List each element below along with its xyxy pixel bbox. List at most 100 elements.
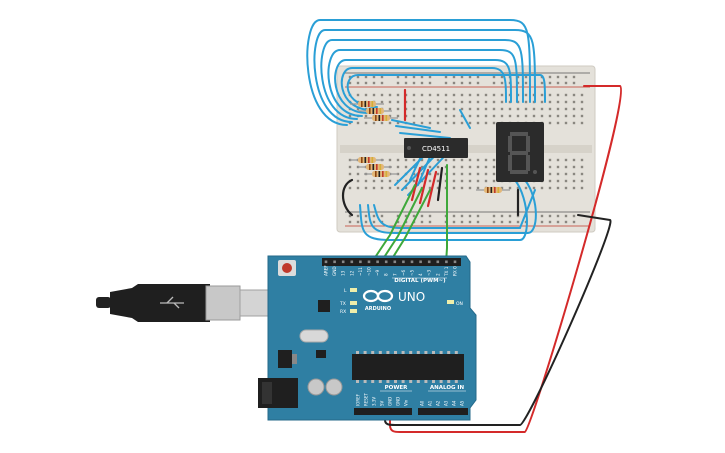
breadboard-hole [372, 179, 376, 183]
cd4511-ic: CD4511 [404, 138, 468, 158]
rail-hole [492, 81, 496, 85]
power-pin-label: Vin [404, 399, 409, 406]
breadboard-hole [412, 114, 416, 118]
power-header-label: POWER [385, 385, 409, 391]
arduino-brand-label: ARDUINO [365, 306, 391, 312]
breadboard-hole [420, 158, 424, 162]
rail-hole [548, 220, 552, 224]
breadboard-hole [476, 107, 480, 111]
breadboard-hole [428, 107, 432, 111]
breadboard-hole [412, 100, 416, 104]
chip-pin [371, 351, 375, 354]
breadboard-hole [436, 158, 440, 162]
rail-hole [420, 214, 424, 218]
digital-pin-label: ~11 [358, 267, 363, 276]
digital-pin-label: ~10 [367, 267, 372, 276]
breadboard-hole [516, 186, 520, 190]
rail-hole [524, 81, 528, 85]
rail-hole [372, 214, 376, 218]
breadboard-hole [396, 107, 400, 111]
atmega-chip-pins [356, 351, 458, 383]
rail-hole [500, 214, 504, 218]
breadboard-hole [468, 186, 472, 190]
breadboard-hole [484, 100, 488, 104]
breadboard-hole [452, 121, 456, 125]
breadboard-hole [468, 165, 472, 169]
breadboard-hole [436, 179, 440, 183]
breadboard-hole [516, 114, 520, 118]
rail-hole [396, 220, 400, 224]
breadboard-hole [388, 93, 392, 97]
breadboard-hole [380, 100, 384, 104]
breadboard-hole [516, 107, 520, 111]
breadboard-hole [412, 121, 416, 125]
chip-pin [363, 380, 367, 383]
breadboard-hole [412, 179, 416, 183]
breadboard-hole [460, 114, 464, 118]
breadboard-hole [476, 179, 480, 183]
breadboard-hole [580, 158, 584, 162]
rail-hole [364, 75, 368, 79]
breadboard-hole [572, 165, 576, 169]
breadboard-hole [556, 186, 560, 190]
breadboard-hole [356, 186, 360, 190]
breadboard-hole [564, 114, 568, 118]
header-pin [453, 260, 457, 264]
breadboard-hole [564, 100, 568, 104]
red-wires [403, 88, 438, 208]
breadboard-hole [452, 165, 456, 169]
breadboard-hole [524, 114, 528, 118]
rail-hole [372, 75, 376, 79]
breadboard-hole [364, 179, 368, 183]
chip-pin [401, 351, 405, 354]
breadboard-hole [580, 107, 584, 111]
breadboard-hole [388, 114, 392, 118]
breadboard-hole [460, 186, 464, 190]
breadboard-hole [484, 114, 488, 118]
breadboard-hole [420, 121, 424, 125]
breadboard-hole [572, 179, 576, 183]
breadboard-hole [564, 179, 568, 183]
seven-segment-display [496, 122, 544, 182]
breadboard-hole [444, 158, 448, 162]
rail-hole [364, 214, 368, 218]
breadboard-hole [500, 186, 504, 190]
breadboard-hole [404, 179, 408, 183]
breadboard-hole [540, 107, 544, 111]
breadboard-hole [564, 121, 568, 125]
breadboard-hole [372, 186, 376, 190]
chip-pin [371, 380, 375, 383]
rail-hole [348, 75, 352, 79]
header-pin [445, 260, 448, 264]
rail-hole [556, 81, 560, 85]
breadboard-hole [404, 158, 408, 162]
rail-hole [564, 220, 568, 224]
header-pin [341, 260, 345, 264]
breadboard-hole [452, 93, 456, 97]
breadboard-hole [580, 93, 584, 97]
breadboard-hole [436, 186, 440, 190]
breadboard-hole [428, 186, 432, 190]
rail-hole [492, 214, 496, 218]
header-pin [350, 260, 354, 264]
breadboard-hole [532, 114, 536, 118]
digital-pin-label: ~3 [427, 269, 432, 276]
breadboard-hole [364, 93, 368, 97]
rail-hole [572, 220, 576, 224]
rail-hole [572, 75, 576, 79]
breadboard-hole [572, 172, 576, 176]
on-led-label: ON [456, 301, 463, 307]
rail-hole [356, 81, 360, 85]
header-pin [384, 260, 388, 264]
rail-hole [460, 75, 464, 79]
resistor [364, 171, 398, 177]
breadboard-hole [396, 121, 400, 125]
digital-pin-label: GND [332, 266, 337, 276]
rail-hole [556, 214, 560, 218]
rail-hole [460, 220, 464, 224]
analog-pin-label: A3 [444, 400, 449, 406]
rail-hole [356, 75, 360, 79]
